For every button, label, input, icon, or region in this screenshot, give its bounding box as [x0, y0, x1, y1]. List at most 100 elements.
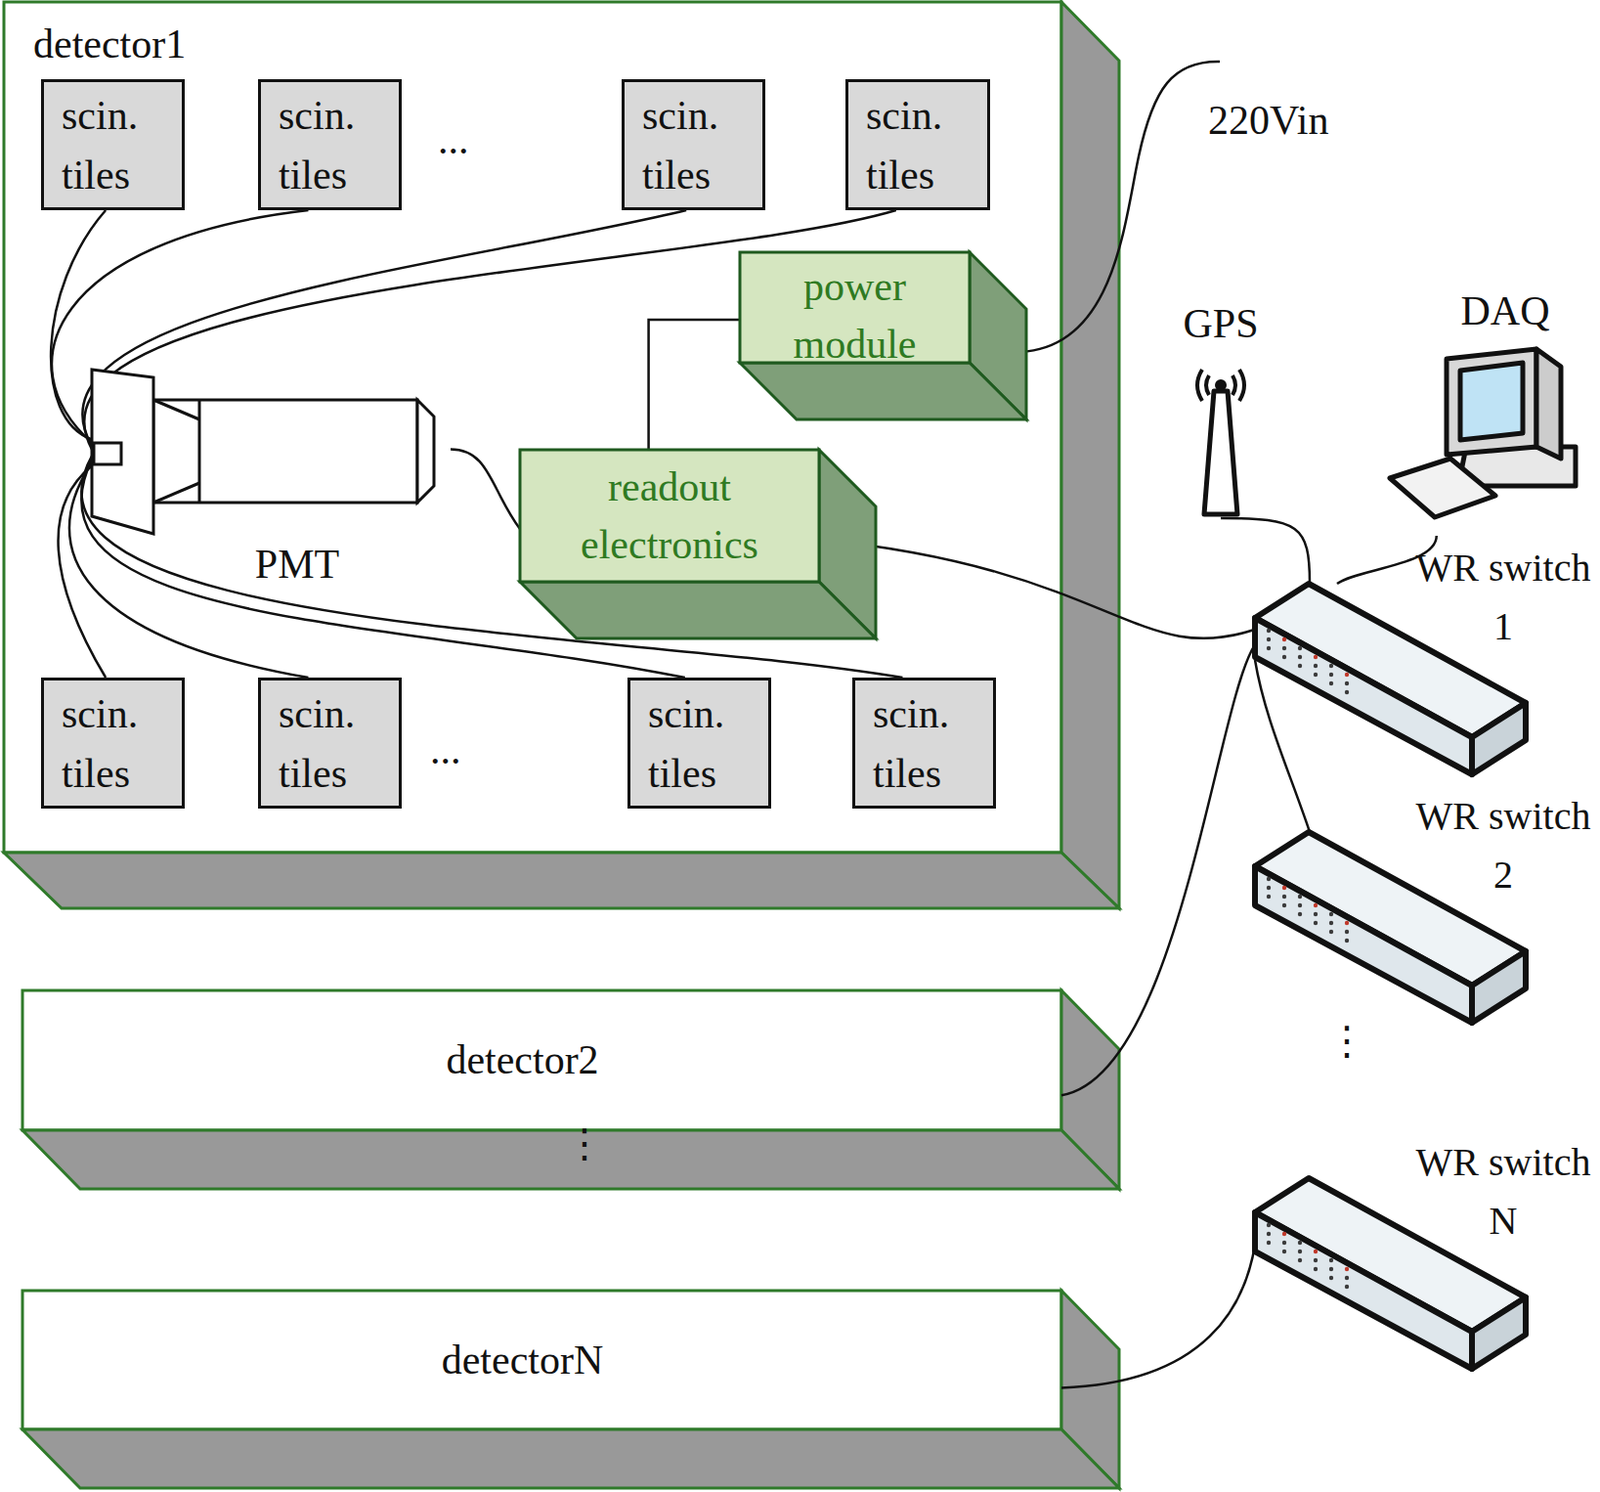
node-label: DAQ: [1427, 286, 1584, 336]
switch-led: [1313, 654, 1318, 659]
switch-led: [1297, 1240, 1302, 1245]
box-depth: [519, 581, 876, 639]
switch-led: [1313, 672, 1318, 677]
switch-led: [1329, 672, 1334, 677]
switch-led: [1329, 1257, 1334, 1262]
computer-keyboard: [1389, 458, 1496, 518]
switch-end: [1471, 951, 1526, 1023]
switch-end: [1471, 1297, 1526, 1369]
box-depth: [739, 362, 1027, 420]
switch-led: [1297, 654, 1302, 659]
pmt-body: [153, 399, 200, 420]
pmt-tube: PMT: [91, 369, 451, 536]
switch-led: [1297, 1257, 1302, 1262]
node-label: detector1: [33, 19, 186, 69]
scintillator-tile: scin. tiles: [258, 79, 402, 211]
switch-led: [1266, 1240, 1271, 1245]
switch-led: [1297, 1249, 1302, 1254]
detector-face: [3, 1, 1062, 853]
switch-led: [1266, 876, 1271, 881]
switch-front: [1254, 617, 1472, 775]
switch-end: [1471, 702, 1526, 775]
switch-led: [1313, 1249, 1318, 1254]
switch-led: [1282, 894, 1287, 899]
switch-led: [1344, 690, 1349, 694]
switch-led: [1344, 1275, 1349, 1280]
shape-graphic: [1194, 369, 1248, 519]
pmt-body: [198, 399, 202, 503]
scintillator-tile: scin. tiles: [258, 677, 402, 809]
connector-wire: [1061, 1244, 1255, 1387]
detector-depth: [1061, 1, 1120, 909]
switch-led: [1313, 903, 1318, 908]
shape-graphic: [91, 369, 451, 536]
annotation-label: ...: [430, 725, 462, 775]
pmt-body: [153, 399, 418, 503]
switch-led: [1344, 672, 1349, 677]
pmt-body: [153, 482, 200, 503]
connector-wire: [1220, 518, 1310, 584]
switch-led: [1282, 637, 1287, 642]
pmt-notch: [93, 442, 122, 465]
switch-led: [1329, 1266, 1334, 1271]
gps-antenna: GPS: [1194, 369, 1248, 519]
switch-led: [1297, 894, 1302, 899]
switch-led: [1344, 1266, 1349, 1271]
switch-led: [1297, 646, 1302, 650]
wr-switch: WR switch 2: [1254, 831, 1529, 1023]
switch-led: [1329, 1275, 1334, 1280]
switch-led: [1266, 1231, 1271, 1236]
shape-graphic: [1254, 831, 1529, 1023]
scintillator-tile: scin. tiles: [845, 79, 991, 211]
scintillator-tile: scin. tiles: [621, 79, 766, 211]
switch-led: [1313, 663, 1318, 668]
switch-led: [1266, 637, 1271, 642]
detector-depth: [3, 852, 1120, 909]
detector-depth: [22, 1428, 1120, 1488]
shape-graphic: [1254, 583, 1529, 775]
switch-led: [1344, 938, 1349, 943]
shape-graphic: [1254, 1177, 1529, 1369]
connector-wire: [1254, 659, 1310, 832]
node-label: readout electronics: [519, 458, 820, 574]
switch-led: [1266, 628, 1271, 633]
switch-led: [1266, 646, 1271, 650]
antenna-tip: [1214, 379, 1227, 391]
node-label: GPS: [1155, 299, 1287, 348]
switch-front: [1254, 1211, 1472, 1369]
switch-led: [1282, 1249, 1287, 1254]
connector-wire: [648, 319, 740, 450]
switch-led: [1313, 1257, 1318, 1262]
switch-led: [1329, 681, 1334, 686]
node-label: scin. tiles: [278, 684, 390, 804]
node-label: scin. tiles: [61, 86, 173, 206]
node-label: scin. tiles: [648, 684, 759, 804]
antenna-body: [1204, 390, 1238, 515]
pmt-cap: [417, 399, 434, 503]
daq-computer: DAQ: [1389, 348, 1577, 536]
switch-led: [1344, 929, 1349, 934]
node-label: PMT: [238, 539, 356, 589]
switch-led: [1329, 911, 1334, 916]
annotation-label: 220Vin: [1208, 95, 1329, 145]
switch-led: [1282, 654, 1287, 659]
connector-wire: [1061, 644, 1255, 1095]
scintillator-tile: scin. tiles: [852, 677, 996, 809]
module-box: power module: [739, 252, 970, 380]
node-label: detector2: [445, 1030, 599, 1090]
switch-led: [1266, 885, 1271, 890]
switch-led: [1297, 911, 1302, 916]
switch-led: [1282, 885, 1287, 890]
switch-led: [1297, 903, 1302, 908]
switch-led: [1313, 1266, 1318, 1271]
wr-switch: WR switch 1: [1254, 583, 1529, 775]
switch-led: [1344, 1284, 1349, 1289]
detector-face: [22, 990, 1062, 1130]
switch-led: [1266, 894, 1271, 899]
antenna-waves: [1197, 369, 1245, 401]
node-label: WR switch 1: [1415, 538, 1592, 656]
node-label: scin. tiles: [61, 684, 173, 804]
computer-monitor: [1446, 348, 1537, 455]
node-label: scin. tiles: [278, 86, 390, 206]
